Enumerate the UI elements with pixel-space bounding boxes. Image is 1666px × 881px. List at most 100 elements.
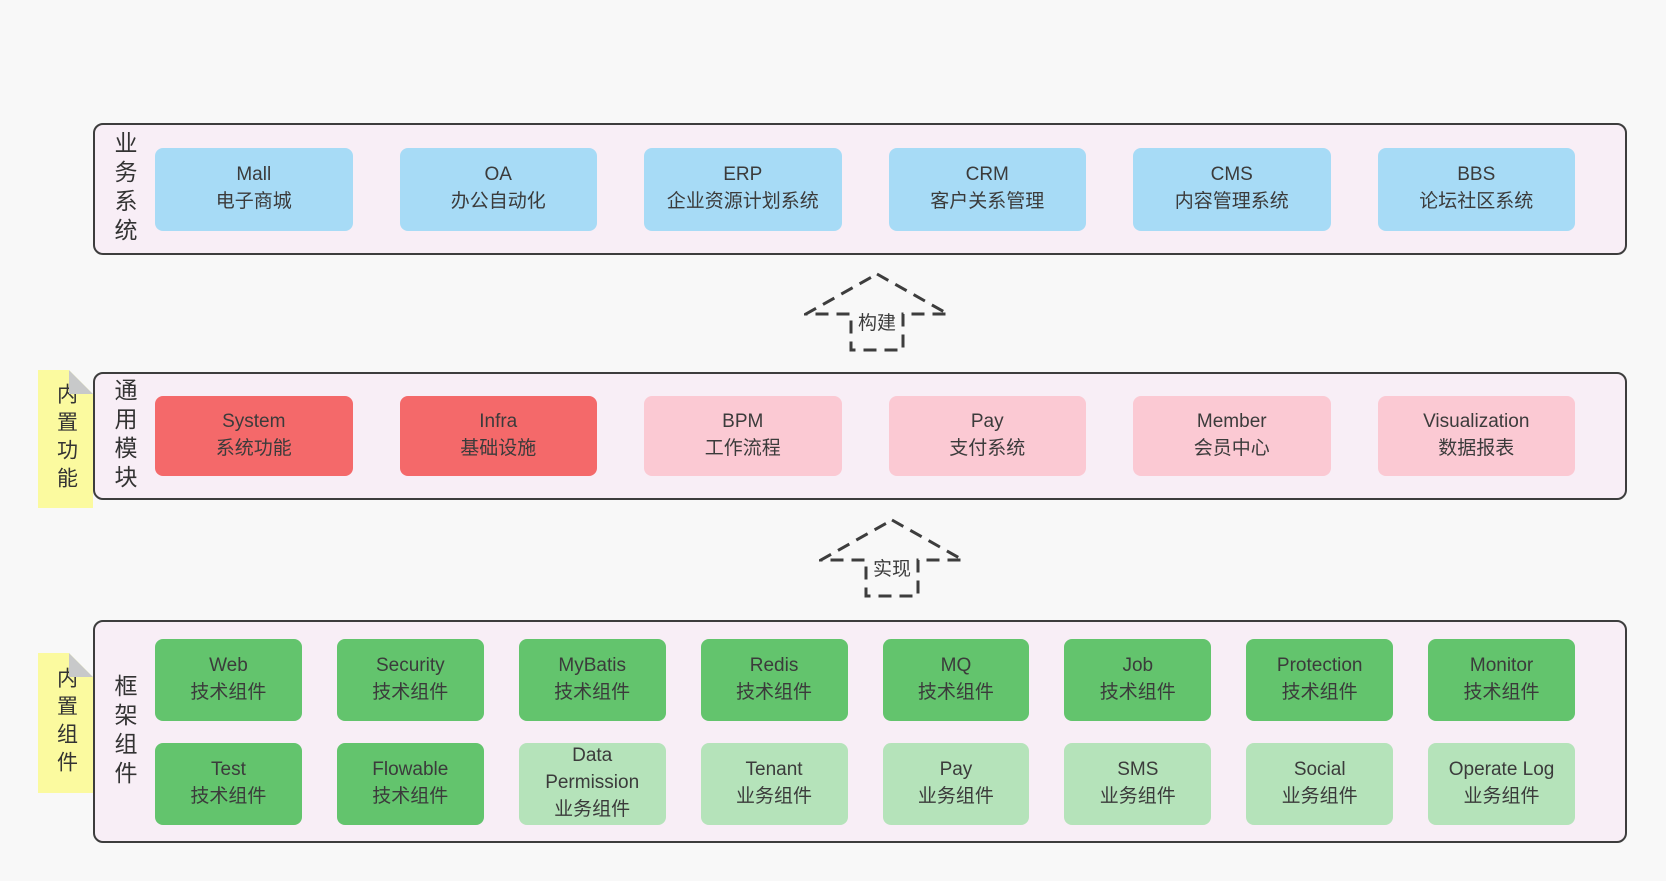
box-text-line: 技术组件 [1281, 681, 1358, 703]
box-text-line: Job [1122, 654, 1154, 676]
box-mybatis: MyBatis 技术组件 [518, 638, 666, 721]
box-text-line: 支付系统 [949, 438, 1026, 459]
box-text-line: Infra [479, 411, 518, 433]
box-text-line: SMS [1117, 758, 1159, 780]
box-text-line: 技术组件 [917, 681, 994, 703]
arrow-implement: 实现 [819, 518, 965, 598]
box-system: System 系统功能 [155, 396, 353, 476]
band-label-business-systems: 业务系统 [111, 131, 137, 247]
box-text-line: 客户关系管理 [930, 191, 1045, 212]
box-mq: MQ 技术组件 [882, 638, 1030, 721]
box-text-line: Data Permission [545, 745, 640, 794]
box-text-line: 业务组件 [1099, 785, 1176, 807]
arrow-up-icon [819, 518, 965, 598]
box-text-line: 论坛社区系统 [1419, 191, 1534, 212]
sticky-note-built-in-components: 内置组件 [38, 653, 93, 793]
box-text-line: Redis [749, 654, 799, 676]
box-web: Web 技术组件 [155, 638, 302, 721]
box-tenant: Tenant 业务组件 [700, 742, 848, 825]
box-text-line: Protection [1276, 654, 1363, 676]
box-text-line: 业务组件 [554, 798, 631, 820]
box-text-line: 技术组件 [554, 681, 631, 703]
sticky-note-components-label: 内置组件 [54, 667, 78, 779]
box-text-line: ERP [723, 164, 763, 186]
box-text-line: Web [209, 654, 248, 676]
box-text-line: 工作流程 [704, 438, 781, 459]
box-text-line: 技术组件 [372, 681, 449, 703]
box-text-line: Tenant [745, 758, 803, 780]
box-text-line: 业务组件 [736, 785, 813, 807]
box-protection: Protection 技术组件 [1246, 638, 1394, 721]
box-text-line: Member [1196, 411, 1267, 433]
box-text-line: BPM [722, 411, 764, 433]
box-text-line: CMS [1210, 164, 1253, 186]
box-social: Social 业务组件 [1246, 742, 1394, 825]
box-text-line: 业务组件 [1281, 785, 1358, 807]
box-visualization: Visualization 数据报表 [1377, 396, 1575, 476]
box-data-permission: Data Permission 业务组件 [518, 742, 666, 825]
box-text-line: Pay [939, 758, 973, 780]
box-text-line: Social [1293, 758, 1346, 780]
arrow-implement-label: 实现 [869, 554, 915, 581]
band-modules-boxes: System 系统功能 Infra 基础设施 BPM 工作流程 Pay 支付系统 Member 会… [153, 374, 1625, 498]
box-member: Member 会员中心 [1133, 396, 1331, 476]
box-monitor: Monitor 技术组件 [1428, 638, 1575, 721]
arrow-build: 构建 [804, 272, 950, 352]
box-flowable: Flowable 技术组件 [336, 742, 484, 825]
box-text-line: 业务组件 [917, 785, 994, 807]
box-operate-log: Operate Log 业务组件 [1428, 742, 1575, 825]
box-bbs: BBS 论坛社区系统 [1377, 147, 1575, 231]
box-text-line: Operate Log [1448, 758, 1555, 780]
folded-corner-icon [69, 653, 93, 677]
box-text-line: MQ [940, 654, 972, 676]
sticky-note-features-label: 内置功能 [54, 383, 78, 495]
box-text-line: 数据报表 [1438, 438, 1515, 459]
box-text-line: Monitor [1469, 654, 1534, 676]
box-text-line: Pay [970, 411, 1004, 433]
box-text-line: 会员中心 [1193, 438, 1270, 459]
box-erp: ERP 企业资源计划系统 [644, 147, 842, 231]
box-text-line: 技术组件 [190, 681, 267, 703]
box-text-line: CRM [965, 164, 1009, 186]
box-text-line: 技术组件 [1463, 681, 1540, 703]
box-text-line: 业务组件 [1463, 785, 1540, 807]
box-text-line: 技术组件 [372, 785, 449, 807]
box-text-line: 企业资源计划系统 [666, 191, 819, 212]
box-sms: SMS 业务组件 [1064, 742, 1212, 825]
band-common-modules: 通用模块 System 系统功能 Infra 基础设施 BPM 工作流程 Pay 支付系统 Me… [93, 372, 1627, 500]
box-crm: CRM 客户关系管理 [888, 147, 1086, 231]
box-text-line: Visualization [1423, 411, 1530, 433]
box-text-line: 内容管理系统 [1174, 191, 1289, 212]
sticky-note-built-in-features: 内置功能 [38, 370, 93, 508]
box-row: System 系统功能 Infra 基础设施 BPM 工作流程 Pay 支付系统 Member 会… [155, 396, 1575, 476]
box-text-line: MyBatis [558, 654, 626, 676]
arrow-up-icon [804, 272, 950, 352]
box-text-line: 技术组件 [1099, 681, 1176, 703]
box-text-line: 基础设施 [460, 438, 537, 459]
box-text-line: BBS [1457, 164, 1496, 186]
box-text-line: Flowable [372, 758, 449, 780]
box-pay: Pay 支付系统 [888, 396, 1086, 476]
box-text-line: System [222, 411, 286, 433]
box-text-line: 系统功能 [215, 438, 292, 459]
box-infra: Infra 基础设施 [399, 396, 597, 476]
box-text-line: 技术组件 [736, 681, 813, 703]
box-text-line: 办公自动化 [450, 191, 546, 212]
box-text-line: 技术组件 [190, 785, 267, 807]
box-job: Job 技术组件 [1064, 638, 1212, 721]
band-label-common-modules: 通用模块 [111, 378, 137, 494]
box-pay-biz: Pay 业务组件 [882, 742, 1030, 825]
arrow-build-label: 构建 [854, 308, 900, 335]
band-label-framework-components: 框架组件 [111, 673, 137, 790]
